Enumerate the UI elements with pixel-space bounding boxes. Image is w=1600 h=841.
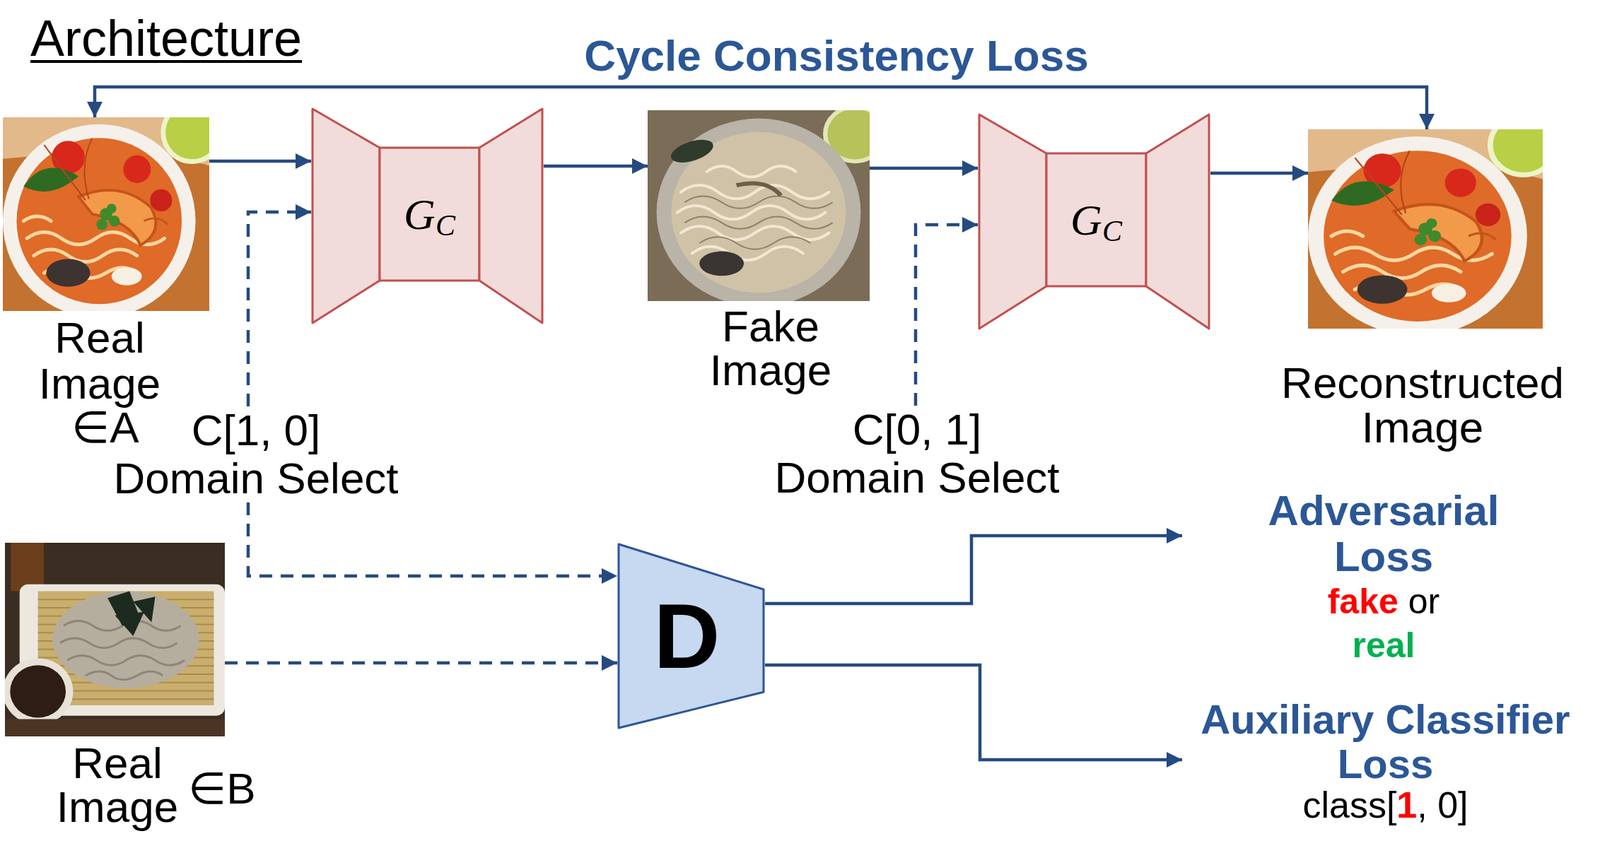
connector xyxy=(543,164,648,169)
generator-subscript: C xyxy=(435,210,456,241)
loss-output: Adversarial Lossfakeorreal xyxy=(1182,487,1586,668)
domain-label: C[0, 1] xyxy=(774,405,1060,454)
loss-name: Adversarial Loss xyxy=(1242,487,1526,580)
discriminator-label: D xyxy=(617,542,757,730)
connector xyxy=(94,86,1427,130)
generator-part xyxy=(1146,114,1210,329)
generator-label: GC xyxy=(1046,153,1147,287)
food-photo xyxy=(647,106,885,307)
domain-label: C[1, 0] xyxy=(113,406,399,455)
generator-symbol: G xyxy=(1070,197,1103,242)
domain-label: Domain Select xyxy=(113,454,399,503)
discriminator: D xyxy=(617,542,766,730)
loss-name: Auxiliary Classifier Loss xyxy=(1187,697,1584,787)
image-caption: Real Image xyxy=(32,741,203,830)
image-caption: Real Image xyxy=(14,314,185,407)
image-caption: ∈A xyxy=(55,404,155,451)
food-photo xyxy=(2,542,225,737)
connector xyxy=(248,212,312,407)
connector xyxy=(248,502,618,577)
loss-value: class[ xyxy=(1302,784,1397,826)
connector xyxy=(1210,171,1308,176)
discriminator-letter: D xyxy=(653,590,721,683)
generator-part xyxy=(479,108,543,324)
food-photo xyxy=(1307,115,1557,336)
generator-label: GC xyxy=(379,147,480,281)
generator-part xyxy=(979,114,1047,329)
input-photo: Real Image∈B xyxy=(4,542,225,737)
reconstructed-photo: Reconstructed Image xyxy=(1307,129,1543,329)
image-caption: Fake Image xyxy=(685,304,856,393)
generator-part xyxy=(379,147,480,281)
fake-photo: Fake Image xyxy=(647,110,870,302)
image-caption: Reconstructed Image xyxy=(1266,360,1579,450)
discriminator-body xyxy=(618,544,764,729)
connector xyxy=(209,159,312,164)
input-photo: Real Image∈A xyxy=(2,117,210,312)
generator-part xyxy=(1046,153,1147,287)
connector xyxy=(765,665,1183,761)
text-row: class[1, 0] xyxy=(1182,786,1589,826)
connector xyxy=(224,661,618,666)
generator: GC xyxy=(311,107,544,325)
generator-symbol: G xyxy=(403,192,436,237)
loss-output: Auxiliary Classifier Lossclass[1, 0] xyxy=(1182,697,1589,826)
loss-value: or xyxy=(1408,581,1440,622)
generator-part xyxy=(312,108,380,324)
domain-select: C[1, 0]Domain Select xyxy=(113,406,399,503)
loss-value: real xyxy=(1182,623,1586,668)
connector xyxy=(915,224,978,406)
generator: GC xyxy=(977,113,1211,331)
domain-select: C[0, 1]Domain Select xyxy=(774,405,1060,502)
text-row: fakeor xyxy=(1182,579,1586,624)
image-caption: ∈B xyxy=(179,767,265,811)
diagram-title: Architecture xyxy=(30,11,302,66)
loss-value: 1 xyxy=(1396,784,1417,826)
food-photo xyxy=(2,103,222,318)
loss-value: fake xyxy=(1327,581,1399,622)
connector xyxy=(765,535,1183,604)
domain-label: Domain Select xyxy=(774,453,1060,502)
edge-label: Cycle Consistency Loss xyxy=(584,32,1089,80)
connector xyxy=(869,166,978,171)
generator-subscript: C xyxy=(1102,216,1123,247)
loss-value: , 0] xyxy=(1416,784,1468,826)
